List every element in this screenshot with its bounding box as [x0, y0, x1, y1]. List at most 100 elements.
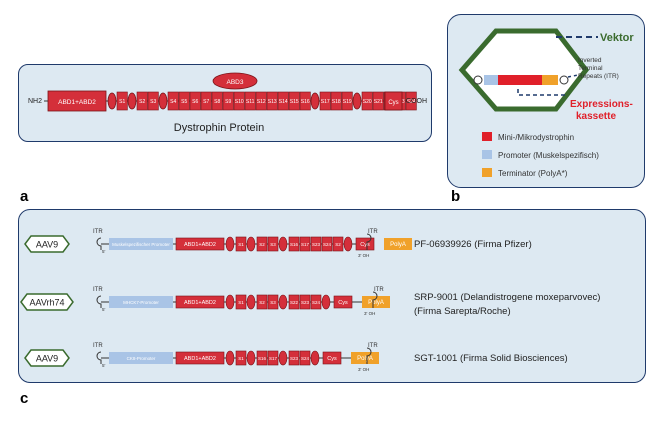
spectrin-repeat	[299, 294, 311, 310]
abd3-domain	[212, 72, 258, 90]
abd1-abd2-label: ABD1+ABD2	[58, 99, 96, 106]
hinge-icon	[225, 350, 235, 366]
polya-box	[384, 238, 412, 250]
hinge-icon	[321, 294, 331, 310]
legend-swatch-promoter	[482, 150, 492, 159]
abd-label: ABD1+ABD2	[184, 356, 216, 362]
spectrin-repeat	[267, 236, 279, 252]
spectrin-repeat	[288, 294, 300, 310]
spectrin-repeat	[256, 236, 268, 252]
itr-label: ITR	[368, 229, 378, 235]
abd-domain	[175, 295, 225, 309]
capsid-hexagon	[458, 28, 590, 112]
product-label: (Firma Sarepta/Roche)	[414, 306, 511, 317]
spectrin-label: S24	[407, 99, 416, 105]
spectrin-label: S15	[290, 99, 299, 105]
capsid-badge	[24, 235, 70, 253]
panel-b-vector: Vektor Inverted Terminal Repeats (ITR) E…	[447, 14, 645, 188]
spectrin-label: S13	[268, 99, 277, 105]
spectrin-repeat	[288, 350, 300, 366]
spectrin-label: S20	[363, 99, 372, 105]
cassette-pointer	[517, 89, 566, 96]
spectrin-repeat	[330, 91, 342, 111]
cassette-promoter	[484, 75, 498, 85]
spectrin-label: S12	[257, 99, 266, 105]
spectrin-label: S23	[290, 356, 299, 361]
hinge-icon	[352, 92, 362, 110]
spectrin-label: S4	[170, 99, 176, 105]
itr-pointer	[567, 74, 579, 78]
spectrin-repeat	[255, 91, 267, 111]
spectrin-repeat	[222, 91, 234, 111]
dystrophin-caption: Dystrophin Protein	[174, 122, 265, 134]
aav-vector-diagram: Vektor Inverted Terminal Repeats (ITR) E…	[458, 28, 634, 178]
spectrin-repeat	[200, 91, 212, 111]
spectrin-label: S2	[259, 242, 265, 247]
hinge-icon	[246, 236, 256, 252]
spectrin-label: S24	[323, 242, 332, 247]
spectrin-label: S17	[301, 242, 310, 247]
spectrin-repeat	[235, 350, 247, 366]
spectrin-label: S2	[139, 99, 145, 105]
spectrin-repeat	[147, 91, 159, 111]
spectrin-label: S1	[119, 99, 125, 105]
product-label: SGT-1001 (Firma Solid Biosciences)	[414, 353, 568, 364]
three-prime-label: 3' OH	[358, 253, 369, 258]
capsid-badge	[24, 349, 70, 367]
legend-label-terminator: Terminator (PolyA*)	[498, 169, 568, 178]
cys-domain	[384, 91, 403, 111]
spectrin-repeat	[277, 91, 289, 111]
cys-label: Cys	[360, 242, 370, 248]
abd-label: ABD1+ABD2	[184, 242, 216, 248]
spectrin-label: S11	[246, 99, 255, 105]
spectrin-label: S3	[270, 242, 276, 247]
spectrin-repeat	[178, 91, 190, 111]
spectrin-label: S3	[150, 99, 156, 105]
nh2-label: NH2	[28, 98, 42, 105]
five-prime-label: 5'	[102, 307, 106, 312]
itr-description: Inverted Terminal Repeats (ITR)	[578, 57, 619, 80]
spectrin-repeat	[267, 350, 279, 366]
hinge-icon	[246, 350, 256, 366]
spectrin-repeat	[267, 294, 279, 310]
hinge-icon	[225, 236, 235, 252]
spectrin-repeat	[256, 294, 268, 310]
promoter-label: CK8-Promoter	[127, 356, 156, 361]
itr-left-icon	[96, 237, 102, 250]
vektor-label: Vektor	[600, 32, 634, 44]
spectrin-repeat	[310, 236, 322, 252]
spectrin-repeat	[233, 91, 245, 111]
spectrin-repeat	[266, 91, 278, 111]
three-prime-label: 3' OH	[358, 367, 369, 372]
abd-domain	[175, 351, 225, 365]
spectrin-label: S16	[290, 242, 299, 247]
spectrin-repeat	[211, 91, 223, 111]
spectrin-label: S9	[225, 99, 231, 105]
abd3-label: ABD3	[227, 79, 244, 86]
spectrin-repeat	[235, 236, 247, 252]
product-label: SRP-9001 (Delandistrogene moxeparvovec)	[414, 292, 600, 303]
spectrin-label: S10	[235, 99, 244, 105]
spectrin-repeat	[321, 236, 333, 252]
spectrin-label: S23	[301, 300, 310, 305]
three-prime-label: 3' OH	[364, 311, 375, 316]
spectrin-repeat	[244, 91, 256, 111]
promoter-box	[109, 296, 173, 308]
spectrin-label: S1	[238, 300, 244, 305]
capsid-label: AAV9	[36, 240, 58, 250]
spectrin-repeat	[361, 91, 373, 111]
spectrin-label: S23	[312, 242, 321, 247]
spectrin-repeat	[256, 350, 268, 366]
itr-label: ITR	[368, 343, 378, 349]
spectrin-label: S17	[269, 356, 278, 361]
hinge-icon	[310, 92, 320, 110]
promoter-label: MHCK7-Promoter	[123, 300, 159, 305]
spectrin-label: S5	[181, 99, 187, 105]
abd-label: ABD1+ABD2	[184, 300, 216, 306]
